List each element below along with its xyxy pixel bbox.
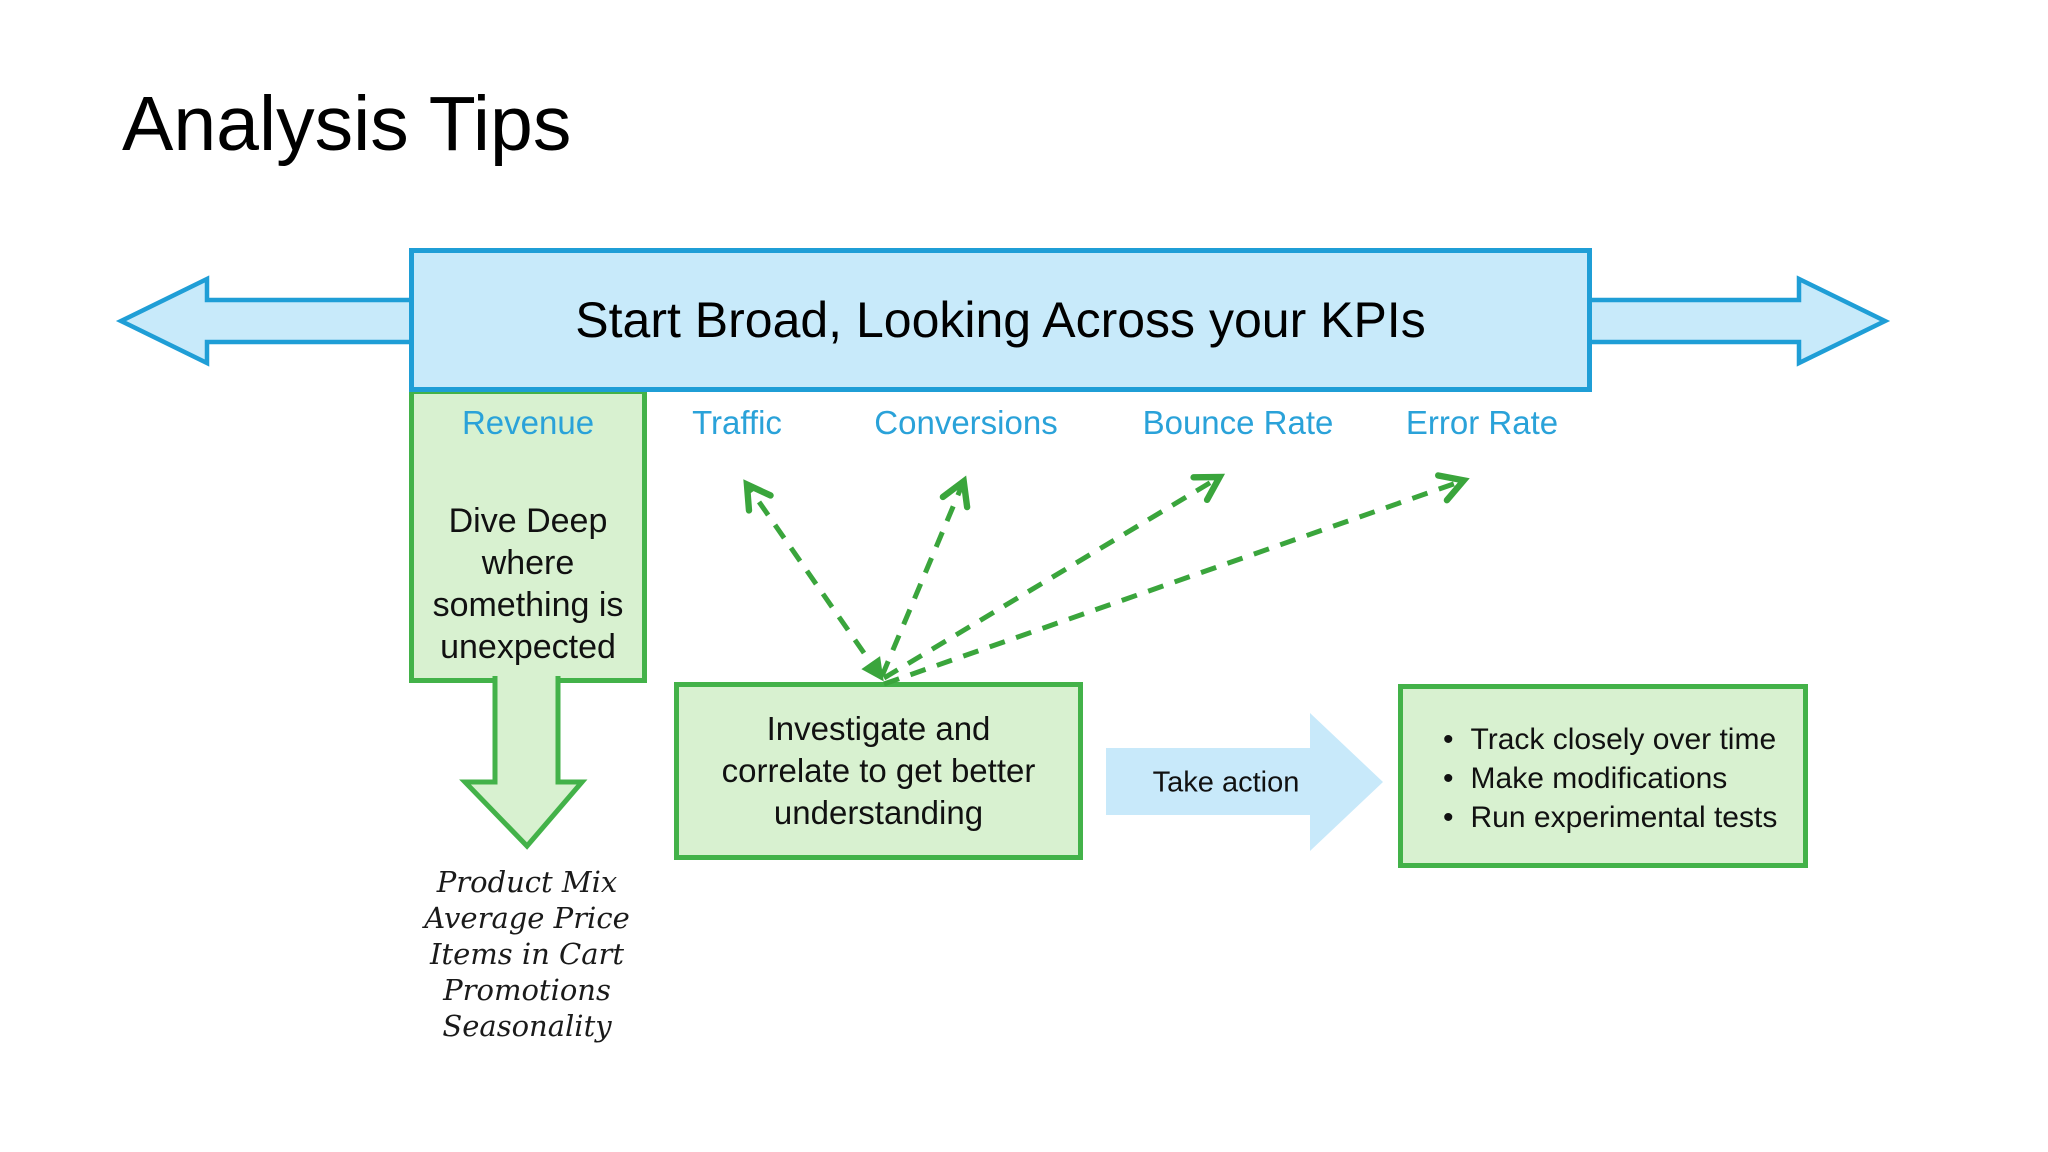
factor-item: Seasonality <box>442 1009 612 1043</box>
outcome-item: • Make modifications <box>1443 759 1803 798</box>
kpi-label-traffic: Traffic <box>692 404 782 441</box>
outcomes-list: • Track closely over time • Make modific… <box>1443 720 1803 837</box>
kpi-label-error-rate: Error Rate <box>1405 404 1559 441</box>
bullet-dot: • <box>1443 801 1454 834</box>
investigate-text: Investigate and correlate to get better … <box>721 710 1036 831</box>
factor-item: Product Mix <box>436 865 618 899</box>
dashed-arrow-traffic-icon <box>743 479 884 682</box>
dashed-arrow-conversions-icon <box>879 475 971 677</box>
factor-item: Promotions <box>443 973 611 1007</box>
outcome-item: • Run experimental tests <box>1443 798 1803 837</box>
page-title: Analysis Tips <box>122 81 572 167</box>
take-action-label: Take action <box>1152 766 1300 799</box>
deep-dive-factors: Product Mix Average Price Items in Cart … <box>424 864 629 1044</box>
kpi-label-bounce-rate: Bounce Rate <box>1142 404 1334 441</box>
outcome-text: Make modifications <box>1470 762 1728 795</box>
banner-label: Start Broad, Looking Across your KPIs <box>575 292 1426 348</box>
outcome-item: • Track closely over time <box>1443 720 1803 759</box>
factor-item: Average Price <box>424 901 630 935</box>
bullet-dot: • <box>1443 723 1454 756</box>
outcome-text: Track closely over time <box>1470 723 1777 756</box>
outcome-text: Run experimental tests <box>1470 801 1778 834</box>
dive-deep-box: Dive Deep where something is unexpected <box>409 389 647 683</box>
outcomes-box: • Track closely over time • Make modific… <box>1398 684 1808 868</box>
dashed-arrow-bounce-rate-icon <box>882 473 1226 681</box>
bullet-dot: • <box>1443 762 1454 795</box>
kpi-label-conversions: Conversions <box>874 404 1058 441</box>
factor-item: Items in Cart <box>429 937 625 971</box>
kpi-label-revenue: Revenue <box>461 404 595 441</box>
kpi-banner: Start Broad, Looking Across your KPIs <box>409 248 1592 392</box>
dashed-arrow-error-rate-icon <box>883 472 1470 687</box>
dive-deep-text: Dive Deep where something is unexpected <box>432 502 624 666</box>
investigate-box: Investigate and correlate to get better … <box>674 682 1083 860</box>
dive-down-arrow-icon <box>459 676 588 850</box>
